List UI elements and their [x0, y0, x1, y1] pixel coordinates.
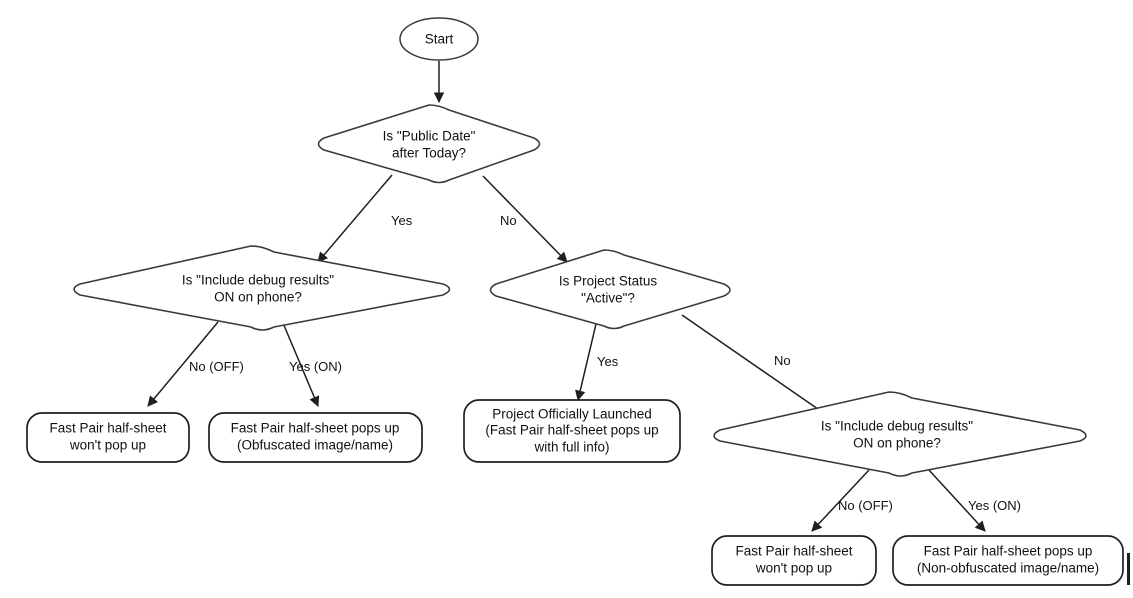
launched-line2: (Fast Pair half-sheet pops up — [485, 423, 658, 438]
edge-label-debug-right-yes: Yes (ON) — [968, 498, 1021, 513]
no-popup-left-box[interactable] — [26, 412, 190, 463]
node-start[interactable]: Start — [399, 17, 479, 61]
no-popup-left-line2: won't pop up — [69, 438, 146, 453]
edge-debug-left-yes — [282, 322, 320, 407]
project-status-line1: Is Project Status — [559, 274, 658, 289]
project-status-line2: "Active"? — [581, 291, 635, 306]
project-status-diamond[interactable] — [489, 249, 731, 330]
debug-right-line2: ON on phone? — [853, 436, 941, 451]
debug-right-diamond[interactable] — [713, 391, 1087, 477]
edge-label-public-date-no: No — [500, 213, 517, 228]
no-popup-left-line1: Fast Pair half-sheet — [49, 421, 166, 436]
launched-line3: with full info) — [533, 440, 609, 455]
public-date-diamond[interactable] — [317, 104, 541, 184]
edge-label-project-status-yes: Yes — [597, 354, 619, 369]
edge-label-debug-left-no: No (OFF) — [189, 359, 244, 374]
debug-right-line1: Is "Include debug results" — [821, 419, 973, 434]
no-popup-right-box[interactable] — [711, 535, 877, 586]
edges-layer — [147, 61, 986, 532]
non-obfuscated-line2: (Non-obfuscated image/name) — [917, 561, 1099, 576]
edge-label-project-status-no: No — [774, 353, 791, 368]
edge-labels-layer: Yes No No (OFF) Yes (ON) Yes No No (OFF)… — [189, 213, 1021, 513]
debug-left-line2: ON on phone? — [214, 290, 302, 305]
edge-label-public-date-yes: Yes — [391, 213, 413, 228]
edge-label-debug-left-yes: Yes (ON) — [289, 359, 342, 374]
obfuscated-line1: Fast Pair half-sheet pops up — [231, 421, 400, 436]
obfuscated-box[interactable] — [208, 412, 423, 463]
node-no-popup-right[interactable]: Fast Pair half-sheet won't pop up — [711, 535, 877, 586]
launched-box[interactable] — [463, 399, 681, 463]
obfuscated-line2: (Obfuscated image/name) — [237, 438, 393, 453]
edge-project-status-yes — [575, 323, 597, 402]
edge-public-date-no — [482, 175, 568, 263]
edge-public-date-yes — [317, 174, 393, 263]
edge-debug-right-yes — [927, 468, 986, 532]
no-popup-right-line2: won't pop up — [755, 561, 832, 576]
node-public-date[interactable]: Is "Public Date" after Today? — [317, 104, 541, 184]
public-date-line2: after Today? — [392, 146, 466, 161]
public-date-line1: Is "Public Date" — [383, 129, 476, 144]
non-obfuscated-box[interactable] — [892, 535, 1124, 586]
node-launched[interactable]: Project Officially Launched (Fast Pair h… — [463, 399, 681, 463]
start-label: Start — [425, 32, 454, 47]
launched-line1: Project Officially Launched — [492, 407, 652, 422]
node-non-obfuscated[interactable]: Fast Pair half-sheet pops up (Non-obfusc… — [892, 535, 1124, 586]
node-debug-right[interactable]: Is "Include debug results" ON on phone? — [713, 391, 1087, 477]
no-popup-right-line1: Fast Pair half-sheet — [735, 544, 852, 559]
edge-label-debug-right-no: No (OFF) — [838, 498, 893, 513]
nodes-layer: Start Is "Public Date" after Today? Is "… — [26, 17, 1124, 586]
debug-left-diamond[interactable] — [73, 245, 451, 331]
start-ellipse[interactable] — [399, 17, 479, 61]
node-obfuscated[interactable]: Fast Pair half-sheet pops up (Obfuscated… — [208, 412, 423, 463]
non-obfuscated-line1: Fast Pair half-sheet pops up — [924, 544, 1093, 559]
page-edge-mark — [1127, 553, 1130, 585]
edge-debug-left-no — [147, 321, 219, 407]
node-debug-left[interactable]: Is "Include debug results" ON on phone? — [73, 245, 451, 331]
node-no-popup-left[interactable]: Fast Pair half-sheet won't pop up — [26, 412, 190, 463]
debug-left-line1: Is "Include debug results" — [182, 273, 334, 288]
node-project-status[interactable]: Is Project Status "Active"? — [489, 249, 731, 330]
edge-project-status-no — [681, 314, 829, 417]
edge-debug-right-no — [811, 469, 870, 532]
